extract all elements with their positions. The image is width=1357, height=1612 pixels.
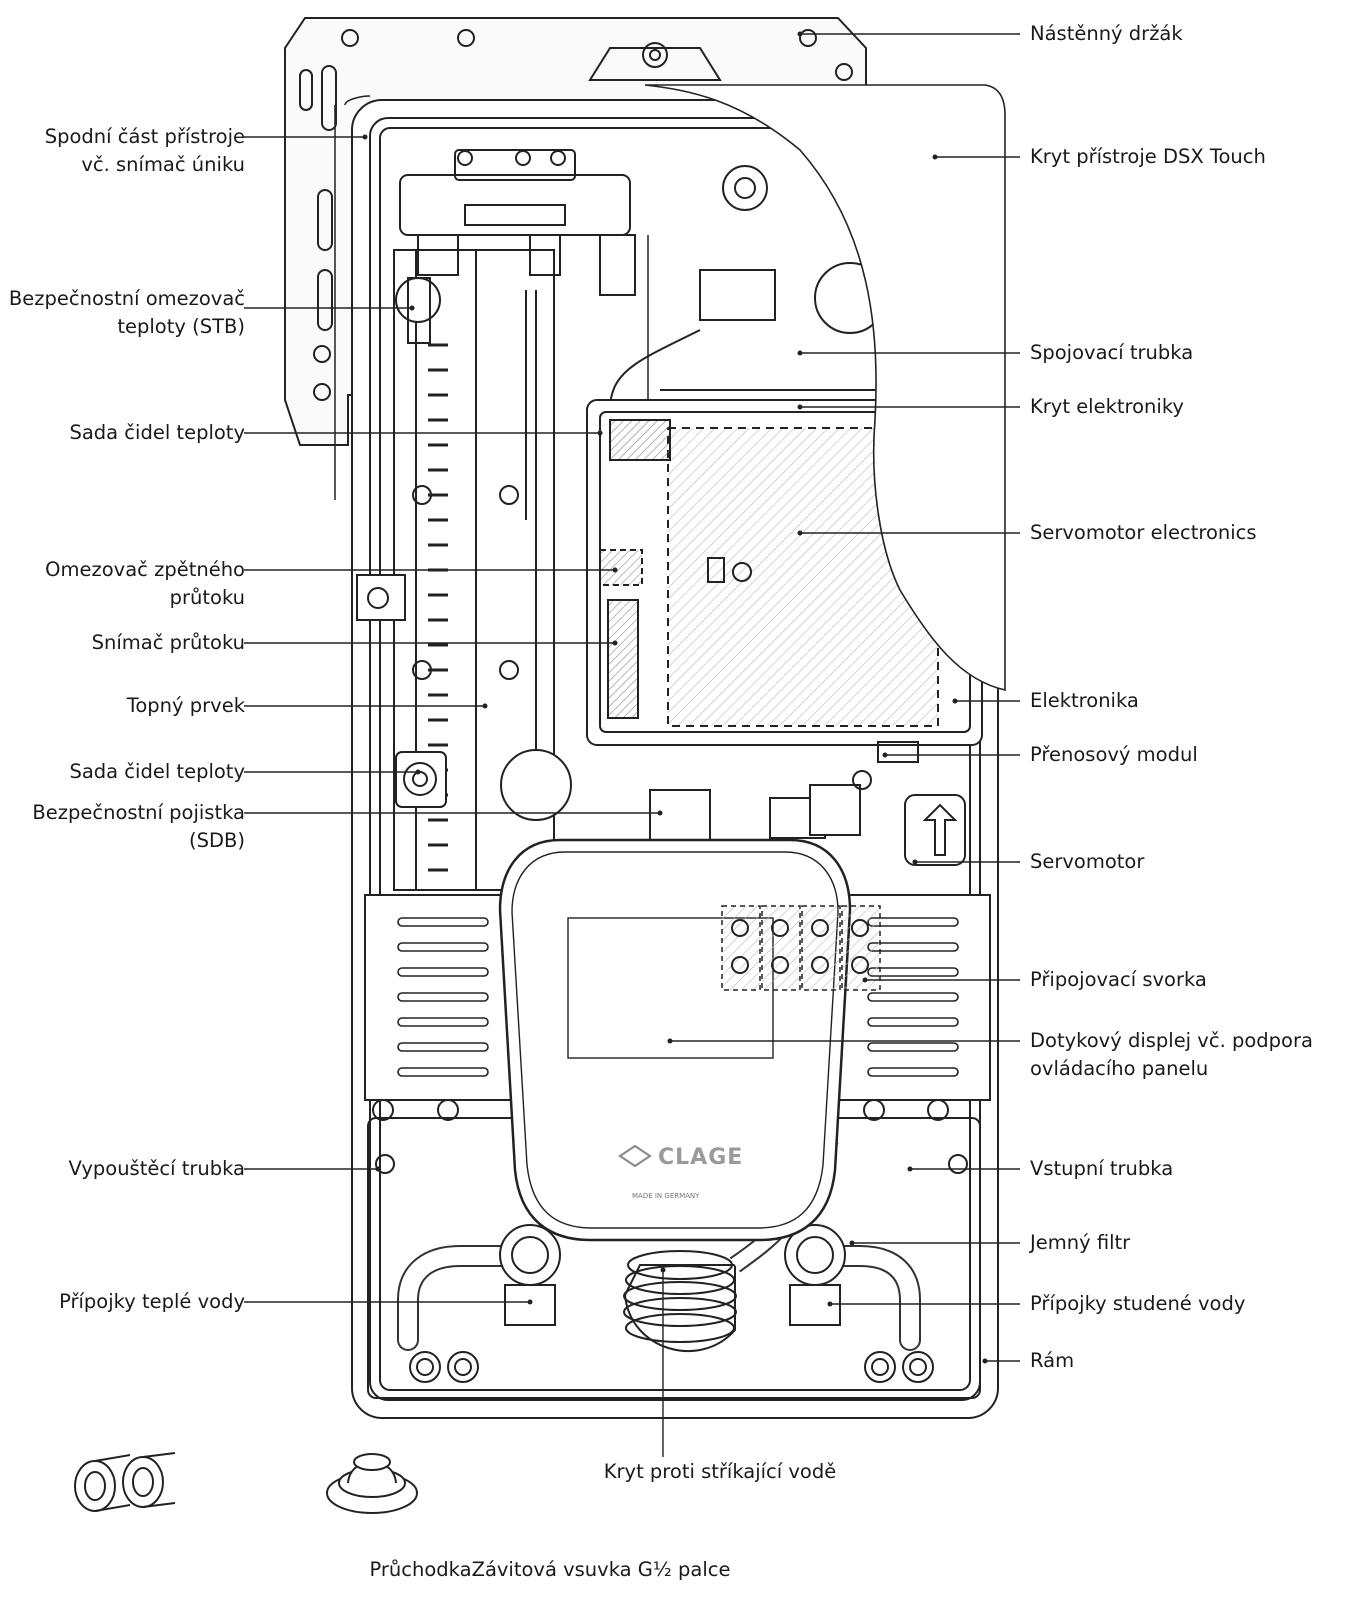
device-cover (644, 84, 1006, 691)
clage-logo-text: CLAGE (658, 1145, 743, 1170)
label-pripojky-studene: Přípojky studené vody (1030, 1292, 1246, 1315)
temp-sensor-lower (395, 751, 447, 808)
label-ram: Rám (1030, 1349, 1075, 1372)
label-kryt-elektroniky: Kryt elektroniky (1030, 395, 1184, 418)
made-in-germany-text: MADE IN GERMANY (632, 1192, 700, 1200)
label-pripojovaci-svorka: Připojovací svorka (1030, 968, 1207, 991)
label-sdb: Bezpečnostní pojistka(SDB) (32, 801, 245, 852)
touch-display-cover (498, 838, 852, 1242)
label-servomotor: Servomotor (1030, 850, 1145, 873)
label-servomotor-electronics: Servomotor electronics (1030, 521, 1257, 544)
clage-logo-icon (618, 1144, 652, 1168)
label-accessories: PrůchodkaZávitová vsuvka G½ palce (369, 1558, 731, 1581)
flow-sensor (607, 599, 639, 719)
label-sada-cidel-2: Sada čidel teploty (69, 760, 245, 783)
label-topny-prvek: Topný prvek (126, 694, 245, 717)
label-kryt-proti: Kryt proti stříkající vodě (603, 1460, 837, 1483)
label-nastenny-drzak: Nástěnný držák (1030, 22, 1183, 45)
label-elektronika: Elektronika (1030, 689, 1139, 712)
label-spojovaci-trubka: Spojovací trubka (1030, 341, 1194, 364)
threaded-nipple-icon (74, 1452, 176, 1512)
label-prenosovy-modul: Přenosový modul (1030, 743, 1198, 766)
stb-sensor (395, 277, 441, 323)
label-jemny-filtr: Jemný filtr (1030, 1231, 1131, 1254)
grommet-icon (326, 1453, 418, 1514)
label-sada-cidel-1: Sada čidel teploty (69, 421, 245, 444)
label-vypousteci: Vypouštěcí trubka (68, 1157, 245, 1180)
label-snimac-prutoku: Snímač průtoku (91, 631, 245, 654)
label-vstupni-trubka: Vstupní trubka (1030, 1157, 1174, 1180)
label-kryt-pristroje: Kryt přístroje DSX Touch (1030, 145, 1266, 168)
fins-left (397, 917, 489, 1077)
label-pripojky-teple: Přípojky teplé vody (59, 1290, 245, 1313)
